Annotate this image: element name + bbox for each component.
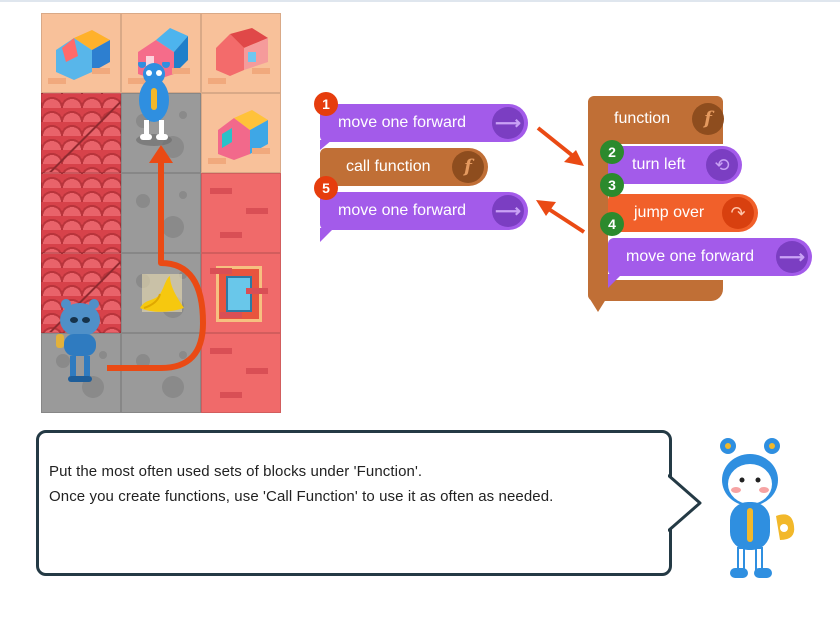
tile-bricks: [201, 173, 281, 253]
step-badge-3: 3: [600, 173, 624, 197]
function-notch: [588, 296, 608, 312]
function-step-turn-left[interactable]: turn left ⟲: [608, 146, 742, 184]
door-icon: [216, 266, 262, 322]
tile-roof-scales: [41, 93, 121, 173]
block-label: move one forward: [338, 202, 467, 219]
banana-peel-icon: [140, 274, 184, 312]
block-notch: [608, 274, 622, 288]
tile-exit-door: [201, 253, 281, 333]
tile-house-blue: [41, 13, 121, 93]
arrow-right-icon: ⟶: [492, 195, 524, 227]
bubble-tail: [668, 473, 702, 533]
turn-left-icon: ⟲: [706, 149, 738, 181]
block-label: move one forward: [626, 248, 755, 265]
hint-line-2: Once you create functions, use 'Call Fun…: [49, 488, 554, 505]
arrow-right-icon: ⟶: [776, 241, 808, 273]
step-badge-4: 4: [600, 212, 624, 236]
hint-bubble: Put the most often used sets of blocks u…: [36, 430, 672, 576]
block-label: turn left: [632, 156, 686, 173]
main-block-3[interactable]: move one forward ⟶: [320, 192, 528, 230]
tile-roof-scales: [41, 173, 121, 253]
step-badge-1: 1: [314, 92, 338, 116]
block-label: call function: [346, 158, 431, 175]
step-badge-5: 5: [314, 176, 338, 200]
call-function-block[interactable]: call function f: [320, 148, 488, 186]
main-block-1[interactable]: move one forward ⟶: [320, 104, 528, 150]
mascot-robot-icon: [720, 438, 795, 578]
tile-house-red: [201, 13, 281, 93]
block-label: jump over: [634, 204, 705, 221]
tile-bricks: [201, 333, 281, 413]
tile-house-pink-yellow: [201, 93, 281, 173]
tile-stone: [121, 333, 201, 413]
house-icon: [56, 30, 110, 80]
goal-robot-icon: [136, 62, 172, 146]
function-step-move-forward[interactable]: move one forward ⟶: [608, 238, 812, 276]
block-label: move one forward: [338, 114, 467, 131]
house-icon: [218, 110, 268, 160]
function-icon: f: [452, 151, 484, 183]
step-badge-2: 2: [600, 140, 624, 164]
tile-stone: [121, 173, 201, 253]
function-step-jump-over[interactable]: jump over ↷: [608, 194, 758, 232]
hint-line-1: Put the most often used sets of blocks u…: [49, 463, 423, 480]
block-notch: [320, 228, 334, 242]
arrow-right-icon: ⟶: [492, 107, 524, 139]
jump-icon: ↷: [722, 197, 754, 229]
house-icon: [216, 28, 268, 76]
top-divider: [0, 0, 840, 2]
tile-banana-obstacle: [121, 253, 201, 333]
player-robot-icon: [56, 299, 100, 382]
function-header[interactable]: function f: [588, 100, 728, 138]
function-icon: f: [692, 103, 724, 135]
function-label: function: [614, 110, 671, 127]
